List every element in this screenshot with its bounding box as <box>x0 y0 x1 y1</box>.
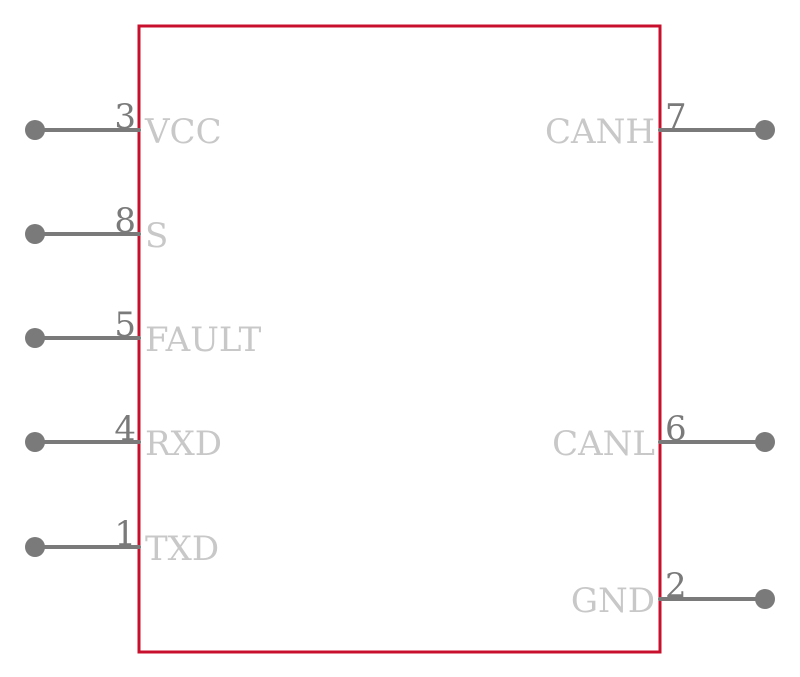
pin-gnd-name: GND <box>571 581 655 621</box>
pin-canh-number: 7 <box>665 97 687 137</box>
pin-s-number: 8 <box>114 201 136 241</box>
pin-rxd-number: 4 <box>114 409 136 449</box>
pin-rxd-name: RXD <box>145 424 222 464</box>
pin-fault: 5 FAULT <box>25 305 262 360</box>
pin-txd: 1 TXD <box>25 514 219 569</box>
pin-vcc-terminal[interactable] <box>25 120 45 140</box>
pin-vcc-number: 3 <box>114 97 136 137</box>
pin-txd-name: TXD <box>145 529 219 569</box>
pin-canh: 7 CANH <box>545 97 775 152</box>
pin-fault-terminal[interactable] <box>25 328 45 348</box>
pin-vcc: 3 VCC <box>25 97 222 152</box>
pin-gnd: 2 GND <box>571 566 775 621</box>
pin-canl-number: 6 <box>665 409 687 449</box>
pin-gnd-number: 2 <box>665 566 687 606</box>
pin-rxd: 4 RXD <box>25 409 222 464</box>
pin-s-name: S <box>145 216 168 256</box>
pin-txd-number: 1 <box>114 514 136 554</box>
pin-vcc-name: VCC <box>144 112 222 152</box>
pin-canl-terminal[interactable] <box>755 432 775 452</box>
pin-canh-name: CANH <box>545 112 655 152</box>
pin-gnd-terminal[interactable] <box>755 589 775 609</box>
pin-txd-terminal[interactable] <box>25 537 45 557</box>
pin-canh-terminal[interactable] <box>755 120 775 140</box>
pin-fault-number: 5 <box>114 305 136 345</box>
pin-canl: 6 CANL <box>552 409 775 464</box>
pin-rxd-terminal[interactable] <box>25 432 45 452</box>
pin-s: 8 S <box>25 201 168 256</box>
pin-canl-name: CANL <box>552 424 655 464</box>
pin-s-terminal[interactable] <box>25 224 45 244</box>
pin-fault-name: FAULT <box>145 320 262 360</box>
